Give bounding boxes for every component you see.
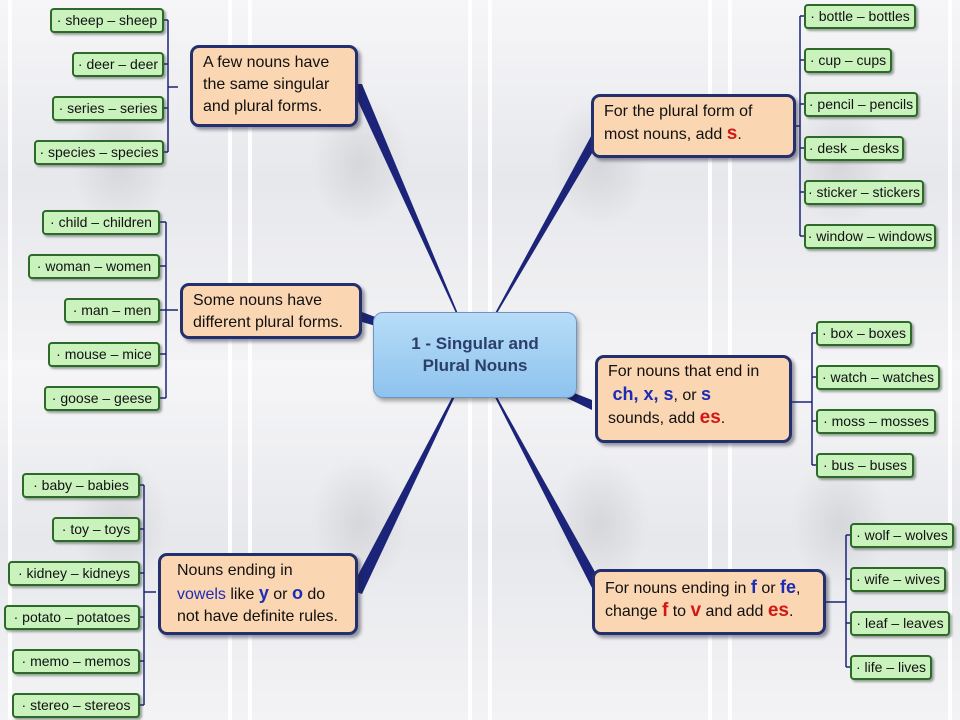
f-fe-text-5: to (668, 603, 691, 620)
branch-add-s (474, 127, 604, 352)
f-fe-text-6: and add (701, 603, 768, 620)
topic-f-fe[interactable]: For nouns ending in f or fe, change f to… (592, 569, 826, 635)
vowel-o: o (291, 583, 303, 603)
leaf-different-child[interactable]: · child – children (42, 210, 160, 235)
ending-s: s (701, 384, 712, 404)
leaf-add-s-pencil[interactable]: · pencil – pencils (804, 92, 918, 117)
add-s-text-1: For the plural form of most nouns, add (604, 103, 753, 143)
branch-same-forms (350, 84, 474, 352)
leaf-add-es-moss[interactable]: · moss – mosses (816, 409, 936, 434)
leaf-vowels-baby[interactable]: · baby – babies (22, 473, 140, 498)
leaf-different-goose[interactable]: · goose – geese (44, 386, 160, 411)
leaf-add-es-box[interactable]: · box – boxes (816, 321, 912, 346)
leaf-different-mouse[interactable]: · mouse – mice (48, 342, 160, 367)
branch-f-fe (474, 356, 604, 592)
f-fe-text-2: or (756, 580, 780, 597)
leaf-f-leaf[interactable]: · leaf – leaves (850, 611, 950, 636)
f-fe-text-3: , (796, 580, 801, 597)
add-es-text-2: , or (673, 387, 702, 404)
leaf-f-wolf[interactable]: · wolf – wolves (850, 523, 954, 548)
vowel-y: y (258, 583, 269, 603)
leaf-vowels-kidney[interactable]: · kidney – kidneys (8, 561, 140, 586)
branch-vowels (350, 356, 474, 594)
leaf-vowels-stereo[interactable]: · stereo – stereos (12, 693, 140, 718)
suffix-es-f: es (767, 600, 789, 621)
leaf-same-series[interactable]: · series – series (52, 96, 164, 121)
topic-same-forms[interactable]: A few nouns have the same singular and p… (190, 45, 358, 127)
leaf-same-deer[interactable]: · deer – deer (72, 52, 164, 77)
endings-ch-x-s: ch, x, s (612, 384, 674, 404)
topic-add-s[interactable]: For the plural form of most nouns, add s… (591, 94, 796, 158)
leaf-add-es-watch[interactable]: · watch – watches (816, 365, 940, 390)
add-es-text-4: . (720, 410, 726, 427)
vowels-text-4: do not have definite rules. (177, 586, 338, 625)
suffix-s: s (726, 123, 738, 144)
leaf-f-wife[interactable]: · wife – wives (850, 567, 946, 592)
vowels-text-3: or (268, 586, 292, 603)
f-fe-text-7: . (788, 603, 794, 620)
vowels-text-2: like (225, 586, 259, 603)
leaf-add-s-bottle[interactable]: · bottle – bottles (804, 4, 916, 29)
leaf-add-s-cup[interactable]: · cup – cups (804, 48, 892, 73)
leaf-different-woman[interactable]: · woman – women (28, 254, 160, 279)
topic-different-forms[interactable]: Some nouns have different plural forms. (180, 283, 362, 339)
leaf-f-life[interactable]: · life – lives (850, 655, 932, 680)
vowels-text-1: Nouns ending in (177, 562, 293, 579)
vowels-word: vowels (177, 586, 226, 603)
add-es-text-3: sounds, add (608, 410, 700, 427)
central-topic[interactable]: 1 - Singular and Plural Nouns (373, 312, 577, 398)
leaf-vowels-memo[interactable]: · memo – memos (12, 649, 140, 674)
f-fe-text-4: change (605, 603, 662, 620)
leaf-add-s-desk[interactable]: · desk – desks (804, 136, 904, 161)
f-fe-text-1: For nouns ending in (605, 580, 751, 597)
leaf-add-s-sticker[interactable]: · sticker – stickers (804, 180, 924, 205)
topic-vowels[interactable]: Nouns ending in vowels like y or o do no… (158, 553, 358, 635)
letter-v: v (690, 600, 702, 621)
suffix-es: es (699, 407, 721, 428)
add-es-text-1: For nouns that end in (608, 363, 760, 380)
ending-f: f (750, 577, 757, 597)
leaf-add-es-bus[interactable]: · bus – buses (816, 453, 914, 478)
letter-f: f (661, 600, 669, 621)
topic-add-es[interactable]: For nouns that end in ch, x, s, or s sou… (595, 355, 792, 443)
leaf-same-sheep[interactable]: · sheep – sheep (50, 8, 164, 33)
leaf-connectors (140, 15, 850, 706)
ending-fe: fe (780, 577, 797, 597)
leaf-vowels-potato[interactable]: · potato – potatoes (4, 605, 140, 630)
leaf-add-s-window[interactable]: · window – windows (804, 224, 936, 249)
leaf-different-man[interactable]: · man – men (64, 298, 160, 323)
add-s-text-2: . (737, 126, 742, 143)
leaf-same-species[interactable]: · species – species (34, 140, 164, 165)
leaf-vowels-toy[interactable]: · toy – toys (52, 517, 140, 542)
